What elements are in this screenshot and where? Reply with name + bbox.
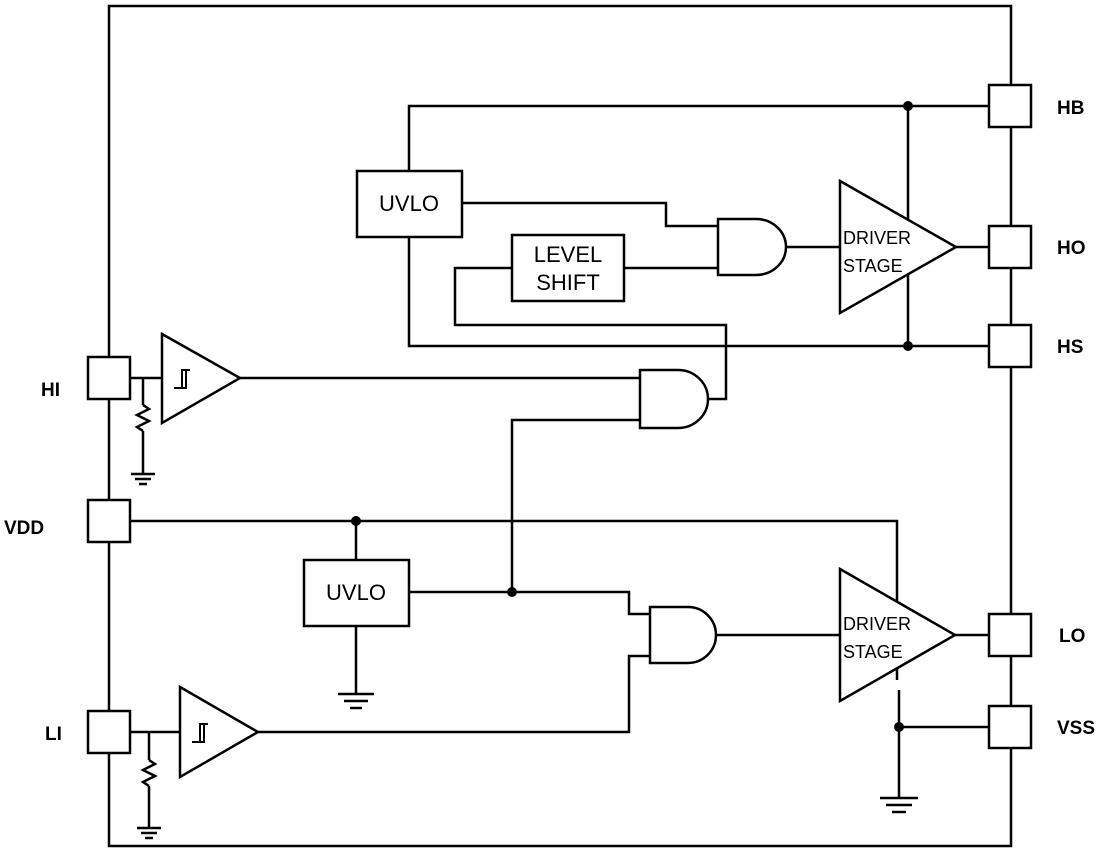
- li-buffer-output-wire: [258, 654, 650, 734]
- pin-pad-lo: [987, 612, 1033, 658]
- pin-pad-li: [86, 709, 132, 755]
- pin-label-vdd: VDD: [4, 518, 44, 539]
- and-gate-hi: [638, 368, 710, 430]
- pin-label-lo: LO: [1059, 626, 1085, 647]
- uvlo-low-output-wire: [409, 590, 650, 616]
- driver-stage-high: [838, 178, 959, 316]
- level-shift-label-line2: SHIFT: [536, 270, 600, 295]
- uvlo-high-label: UVLO: [379, 191, 439, 216]
- uvlo-high-output-wire: [462, 201, 718, 228]
- pin-pad-hi: [86, 355, 132, 401]
- pin-label-vss: VSS: [1057, 718, 1095, 739]
- li-schmitt-icon: [192, 723, 208, 743]
- driver-low-label-line2: STAGE: [843, 642, 903, 662]
- pin-label-hi: HI: [41, 380, 60, 401]
- hb-junction-dot: [903, 101, 913, 111]
- pin-label-ho: HO: [1057, 238, 1086, 259]
- driver-stage-low: [838, 566, 958, 704]
- uvlo-low-block: [302, 558, 411, 628]
- pin-pad-vdd: [86, 498, 132, 544]
- and-gate-low: [648, 605, 718, 665]
- vdd-junction-dot: [351, 516, 361, 526]
- li-pulldown-resistor: [140, 758, 158, 788]
- and-gate-high: [716, 217, 788, 277]
- hs-rail-wire: [407, 237, 1000, 348]
- hi-schmitt-icon: [174, 369, 190, 389]
- vss-junction-dot: [894, 722, 904, 732]
- hb-rail-wire: [407, 104, 1000, 171]
- pin-pad-hs: [987, 323, 1033, 369]
- pin-label-hb: HB: [1057, 98, 1084, 119]
- chip-outline: [107, 4, 1013, 848]
- hi-pulldown-resistor: [134, 403, 152, 433]
- level-shift-block: [510, 233, 626, 303]
- driver-high-label-line2: STAGE: [843, 256, 903, 276]
- uvlo-low-ground-symbol: [338, 692, 374, 710]
- level-shift-label-line1: LEVEL: [534, 242, 603, 267]
- hs-junction-dot: [903, 341, 913, 351]
- uvlo-low-label: UVLO: [326, 580, 386, 605]
- hi-schmitt-buffer: [160, 331, 243, 426]
- pin-pad-vss: [987, 704, 1033, 750]
- driver-high-label-line1: DRIVER: [843, 228, 911, 248]
- pin-pad-hb: [987, 83, 1033, 129]
- hi-ground-symbol: [131, 472, 155, 486]
- uvlo-enable-wire: [510, 418, 640, 592]
- li-schmitt-buffer: [178, 684, 261, 780]
- pin-pad-ho: [987, 224, 1033, 270]
- pin-label-li: LI: [45, 724, 62, 745]
- uvlo-high-block: [355, 169, 464, 239]
- vss-ground-symbol: [880, 796, 918, 814]
- uvlo-junction-dot: [507, 587, 517, 597]
- driver-low-label-line1: DRIVER: [843, 614, 911, 634]
- li-ground-symbol: [137, 826, 161, 840]
- pin-label-hs: HS: [1057, 337, 1083, 358]
- level-shift-input-wire: [453, 266, 728, 401]
